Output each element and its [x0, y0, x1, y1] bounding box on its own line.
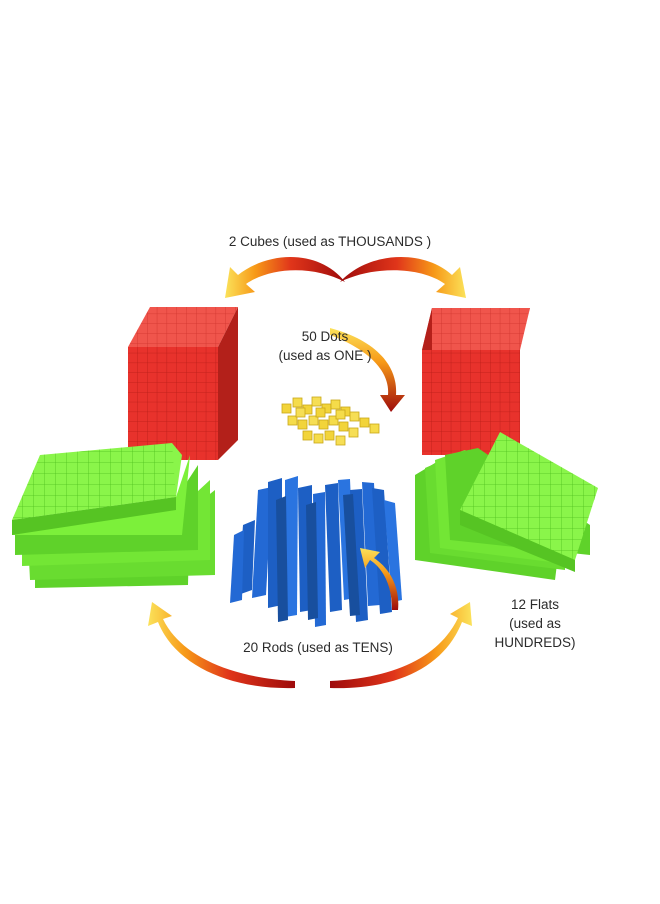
- green-flats-right: [415, 432, 598, 580]
- flats-label-line1: 12 Flats: [510, 597, 560, 612]
- rods-label: 20 Rods (used as TENS): [218, 638, 418, 657]
- arrow-cubes-left: [225, 257, 345, 298]
- blue-rods: [230, 476, 402, 627]
- green-flats-left: [12, 443, 215, 588]
- red-cube-left: [128, 307, 238, 460]
- flats-label-line3: HUNDREDS): [494, 635, 576, 650]
- cubes-label: 2 Cubes (used as THOUSANDS ): [180, 232, 480, 251]
- red-cube-right: [422, 308, 530, 455]
- dots-label: 50 Dots (used as ONE ): [250, 327, 400, 365]
- arrow-cubes-right: [340, 257, 466, 298]
- dots-label-line2: (used as ONE ): [278, 348, 372, 363]
- cubes-label-text: 2 Cubes (used as THOUSANDS ): [228, 234, 432, 249]
- arrow-flats-right: [330, 602, 472, 689]
- dots-label-line1: 50 Dots: [301, 329, 349, 344]
- arrow-dots: [330, 328, 405, 412]
- flats-label-line2: (used as: [509, 616, 561, 631]
- yellow-unit-cubes: [281, 396, 380, 446]
- arrow-flats-left: [148, 602, 295, 689]
- rods-label-text: 20 Rods (used as TENS): [243, 640, 393, 655]
- flats-label: 12 Flats (used as HUNDREDS): [480, 595, 590, 652]
- arrow-rods: [360, 548, 399, 610]
